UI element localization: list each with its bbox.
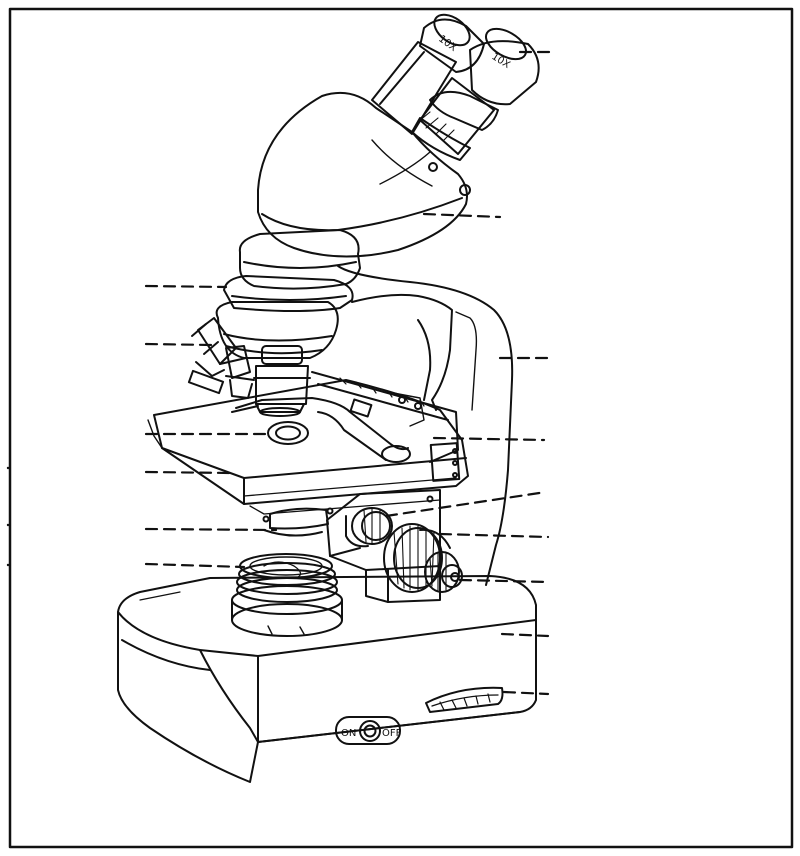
leader-line (144, 470, 234, 475)
stage-knob (345, 507, 393, 548)
brightness-dial (425, 686, 504, 713)
leader-line (144, 342, 214, 347)
leader-line (500, 632, 550, 638)
eyepiece-tube-left: 10X (371, 13, 485, 135)
leader-line (458, 578, 550, 584)
leader-lines-right (384, 50, 554, 696)
margin-specks (6, 466, 10, 567)
leader-line (502, 690, 550, 696)
switch-on-label: ON (341, 728, 356, 739)
page-border (8, 7, 794, 849)
leader-line (432, 436, 546, 442)
leader-line (144, 284, 228, 289)
base (117, 575, 537, 783)
leader-line (144, 527, 278, 532)
focus-knobs (383, 523, 463, 593)
objective-left (187, 317, 237, 395)
leader-line (384, 490, 548, 518)
arm (337, 265, 514, 586)
objective-main (253, 345, 311, 417)
stage (147, 371, 469, 523)
switch-off-label: OFF (382, 728, 402, 739)
leader-lines-left (144, 284, 278, 569)
revolving-collar (223, 275, 354, 312)
eyepiece-left-label: 10X (436, 34, 458, 54)
illuminator (231, 553, 343, 637)
condenser (263, 507, 329, 537)
leader-line (144, 562, 246, 569)
power-switch: ON OFF (335, 716, 402, 745)
eyepiece-right-label: 10X (489, 51, 512, 71)
leader-line (422, 212, 502, 219)
objective-middle (219, 345, 255, 399)
binocular-head (238, 92, 468, 290)
leader-line (438, 532, 550, 539)
focus-housing (326, 489, 441, 603)
eyepiece-tube-right: 10X (411, 27, 540, 196)
